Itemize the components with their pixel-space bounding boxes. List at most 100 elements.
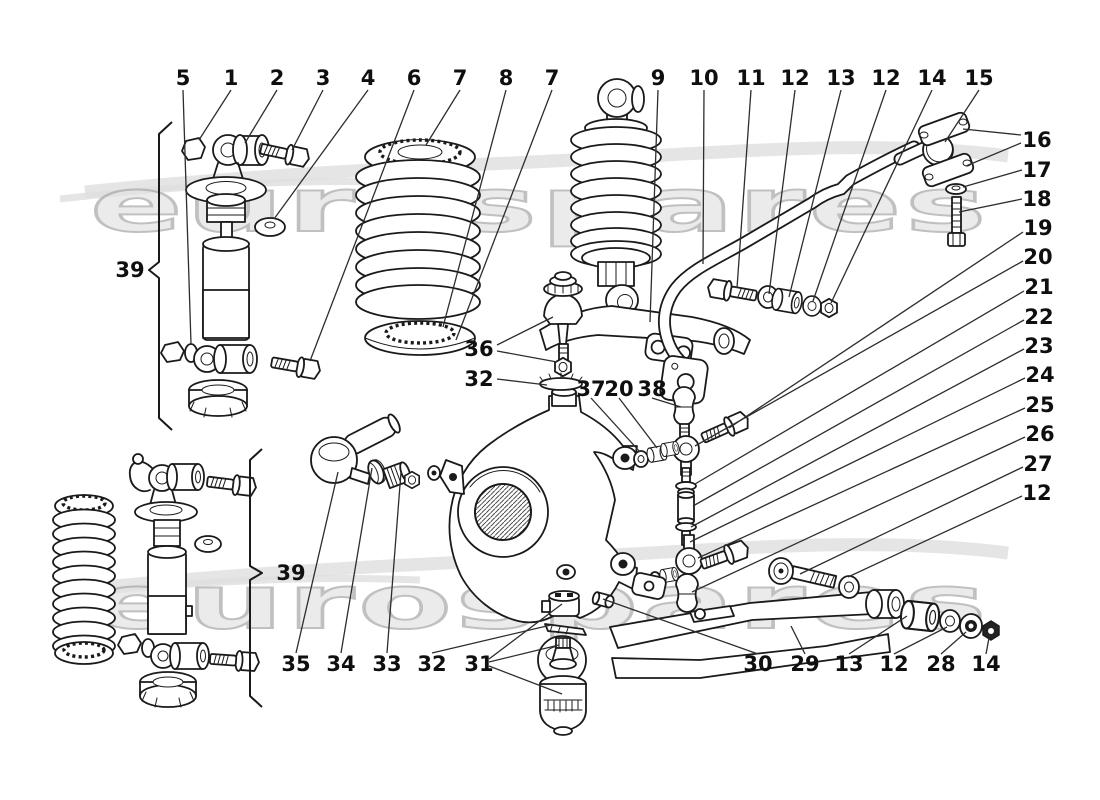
part-label-32[interactable]: 32: [417, 652, 446, 676]
part-label-12[interactable]: 12: [879, 652, 908, 676]
leader-line-1: [198, 89, 232, 141]
leader-line-13: [848, 615, 908, 655]
part-label-39[interactable]: 39: [115, 258, 144, 282]
bracket-39-upper: [148, 121, 173, 431]
part-label-23[interactable]: 23: [1024, 334, 1053, 358]
part-label-19[interactable]: 19: [1023, 216, 1052, 240]
part-label-12[interactable]: 12: [1022, 481, 1051, 505]
leader-line-7: [455, 89, 553, 341]
leader-line-27: [799, 466, 1024, 575]
wedge-key-32: [544, 623, 587, 636]
coil-spring-upper: [355, 138, 481, 356]
bolt-11: [705, 276, 759, 307]
part-label-30[interactable]: 30: [743, 652, 772, 676]
part-label-14[interactable]: 14: [971, 652, 1000, 676]
leader-line-16: [962, 128, 1022, 136]
leader-line-13: [788, 89, 842, 298]
part-label-7[interactable]: 7: [453, 66, 468, 90]
nut-14: [820, 297, 838, 319]
part-label-33[interactable]: 33: [372, 652, 401, 676]
part-label-13[interactable]: 13: [826, 66, 855, 90]
part-label-21[interactable]: 21: [1024, 275, 1053, 299]
part-label-6[interactable]: 6: [407, 66, 422, 90]
nut-5: [160, 341, 185, 363]
shock-absorber-upper: [160, 134, 323, 418]
nut-1: [181, 137, 206, 161]
part-label-13[interactable]: 13: [834, 652, 863, 676]
part-label-37[interactable]: 37: [576, 377, 605, 401]
part-label-24[interactable]: 24: [1025, 363, 1054, 387]
lower-control-arm: [537, 557, 1000, 736]
leader-line-31: [488, 644, 560, 663]
part-label-1[interactable]: 1: [224, 66, 239, 90]
part-label-17[interactable]: 17: [1022, 158, 1051, 182]
part-label-14[interactable]: 14: [917, 66, 946, 90]
part-label-2[interactable]: 2: [270, 66, 285, 90]
part-label-35[interactable]: 35: [281, 652, 310, 676]
part-label-25[interactable]: 25: [1025, 393, 1054, 417]
ball-joint-36: [543, 271, 583, 345]
part-label-4[interactable]: 4: [361, 66, 376, 90]
part-label-11[interactable]: 11: [736, 66, 765, 90]
part-label-16[interactable]: 16: [1022, 128, 1051, 152]
part-label-39[interactable]: 39: [276, 561, 305, 585]
part-label-36[interactable]: 36: [464, 337, 493, 361]
leader-line-36: [496, 316, 554, 346]
rod-end-lower: [675, 534, 703, 575]
leader-line-3: [291, 89, 324, 151]
part-label-15[interactable]: 15: [964, 66, 993, 90]
part-label-34[interactable]: 34: [326, 652, 355, 676]
nut-14: [982, 620, 1000, 641]
part-label-32[interactable]: 32: [464, 367, 493, 391]
leader-line-9: [649, 89, 659, 323]
bushing-13: [769, 286, 805, 316]
leader-line-24: [689, 377, 1026, 543]
coil-spring-lower: [52, 494, 116, 665]
bolt-27: [768, 557, 838, 589]
leader-line-26: [691, 436, 1026, 593]
part-label-9[interactable]: 9: [651, 66, 666, 90]
leader-line-31: [488, 665, 563, 695]
part-label-28[interactable]: 28: [926, 652, 955, 676]
leader-line-12: [847, 495, 1023, 578]
leader-line-8: [442, 89, 507, 328]
part-label-3[interactable]: 3: [316, 66, 331, 90]
bobbin-lower: [675, 573, 699, 613]
part-label-20[interactable]: 20: [1023, 245, 1052, 269]
part-label-12[interactable]: 12: [780, 66, 809, 90]
leader-line-32: [496, 378, 548, 386]
tie-rod-end: [310, 413, 421, 490]
leader-line-19: [728, 231, 1024, 429]
part-label-12[interactable]: 12: [871, 66, 900, 90]
part-label-7[interactable]: 7: [545, 66, 560, 90]
washer-12: [802, 295, 822, 317]
leader-line-33: [386, 471, 402, 654]
leader-line-16: [965, 142, 1022, 167]
part-label-18[interactable]: 18: [1022, 187, 1051, 211]
part-label-38[interactable]: 38: [637, 377, 666, 401]
part-label-8[interactable]: 8: [499, 66, 514, 90]
leader-line-12: [893, 626, 948, 655]
leader-line-12: [768, 89, 796, 295]
nut: [117, 633, 142, 655]
leader-line-34: [340, 467, 373, 654]
leader-line-25: [697, 407, 1026, 559]
part-label-22[interactable]: 22: [1024, 305, 1053, 329]
ball-joint-31: [539, 637, 587, 736]
part-label-10[interactable]: 10: [689, 66, 718, 90]
leader-line-22: [692, 319, 1025, 507]
bolt-lower: [208, 647, 261, 674]
part-label-27[interactable]: 27: [1023, 452, 1052, 476]
bushing-13: [898, 599, 942, 633]
part-label-5[interactable]: 5: [176, 66, 191, 90]
upper-control-arm: [539, 271, 751, 391]
part-label-29[interactable]: 29: [790, 652, 819, 676]
part-label-20[interactable]: 20: [604, 377, 633, 401]
part-label-26[interactable]: 26: [1025, 422, 1054, 446]
part-label-31[interactable]: 31: [464, 652, 493, 676]
leader-line-23: [690, 348, 1025, 528]
bar-clamp-assembly: [705, 111, 975, 319]
leader-line-2: [244, 89, 278, 144]
washer-12: [838, 575, 860, 599]
